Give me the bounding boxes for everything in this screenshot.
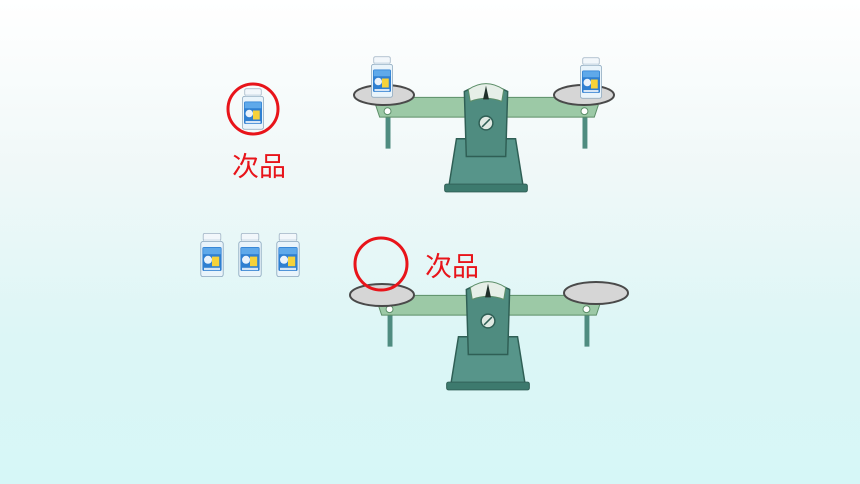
defective-label-top: 次品 <box>232 152 286 183</box>
bottle-icon <box>238 232 262 278</box>
red-circle-marker-bottom <box>353 236 409 292</box>
bottle-icon <box>276 232 300 278</box>
bottle-icon <box>200 232 224 278</box>
bottle-icon-left-pan <box>371 56 393 98</box>
bottom-balance-scale <box>348 238 630 400</box>
bottle-icon-right-pan <box>580 57 602 99</box>
balance-scale-icon <box>349 280 629 391</box>
red-circle-marker-top <box>226 82 280 136</box>
defective-label-bottom: 次品 <box>425 252 479 283</box>
top-balance-scale <box>352 40 622 202</box>
three-bottles-group <box>196 228 306 284</box>
